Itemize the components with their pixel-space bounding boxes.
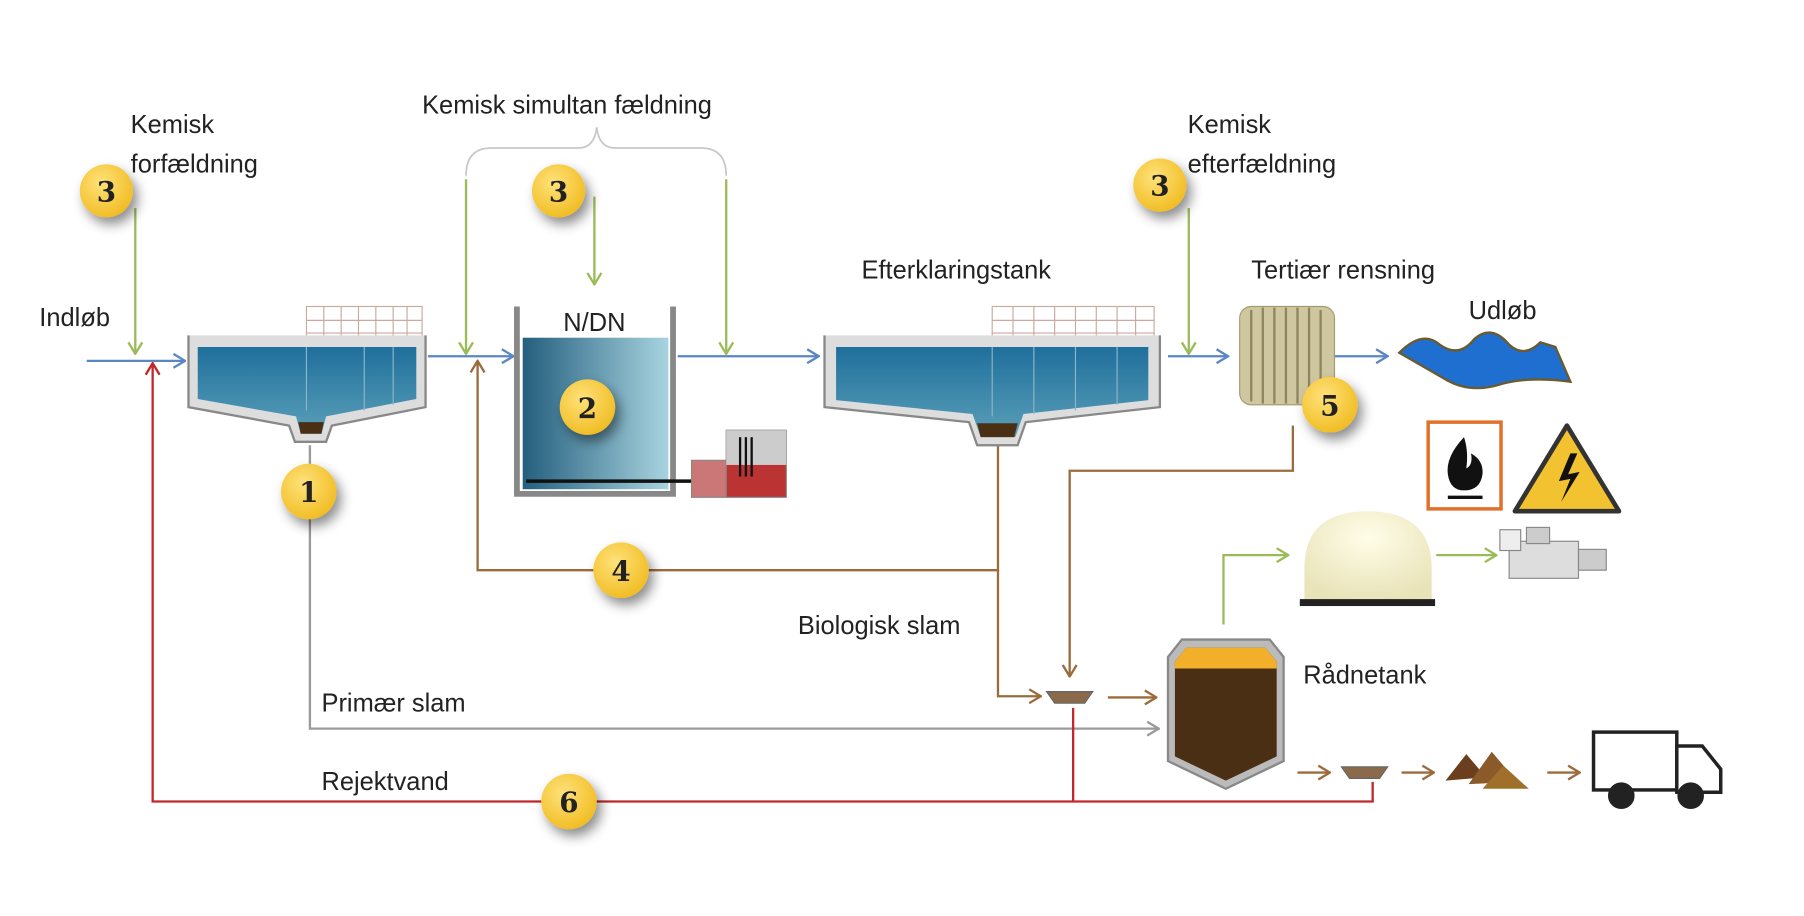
outlet-water-icon: [1397, 331, 1573, 390]
pre-precipitation-label-2: forfældning: [131, 150, 258, 178]
thickener-icon: [1045, 691, 1094, 704]
badge-ndn: 2: [559, 379, 616, 435]
badge-primary-sludge: 1: [281, 463, 337, 520]
generator-engine-icon: [1499, 526, 1607, 579]
badges: 3 3 3 2 1 4 5 6: [79, 158, 1358, 830]
dewatering-icon: [1340, 766, 1389, 779]
primary-sludge-label: Primær slam: [321, 689, 465, 717]
high-voltage-warning-icon: [1512, 423, 1622, 514]
ndn-label: N/DN: [563, 309, 625, 337]
svg-text:3: 3: [549, 175, 568, 208]
svg-text:5: 5: [1320, 389, 1339, 422]
tertiary-treatment-label: Tertiær rensning: [1251, 257, 1435, 285]
reject-water-label: Rejektvand: [321, 768, 448, 796]
water-flow-lines: [86, 356, 1388, 361]
gas-holder-icon: [1299, 511, 1436, 607]
badge-post-precipitation: 3: [1133, 158, 1187, 212]
labels: Kemisk forfældning Kemisk simultan fældn…: [39, 91, 1536, 796]
pre-precipitation-label-1: Kemisk: [131, 111, 215, 139]
sludge-lines: [478, 361, 1580, 773]
return-sludge-arrow: [478, 361, 1000, 572]
biological-sludge-label: Biologisk slam: [798, 612, 961, 640]
inlet-label: Indløb: [39, 304, 110, 332]
digester-label: Rådnetank: [1303, 662, 1426, 690]
post-precipitation-label-2: efterfældning: [1188, 150, 1336, 178]
reject-water-arrow: [153, 363, 1374, 803]
svg-text:3: 3: [1150, 170, 1169, 203]
secondary-clarifier-label: Efterklaringstank: [862, 257, 1052, 285]
badge-tertiary: 5: [1302, 377, 1358, 433]
post-precipitation-label-1: Kemisk: [1188, 111, 1272, 139]
primary-clarifier: [187, 305, 427, 443]
badge-simultaneous-precipitation: 3: [531, 164, 586, 218]
reject-water-lines: [153, 363, 1374, 803]
svg-text:4: 4: [611, 555, 630, 588]
simultaneous-brace: [465, 127, 728, 176]
truck-icon: [1591, 730, 1723, 810]
simultaneous-precipitation-label: Kemisk simultan fældning: [422, 91, 712, 119]
outlet-label: Udløb: [1469, 297, 1537, 325]
svg-text:2: 2: [578, 392, 597, 425]
sludge-cake-icon: [1445, 751, 1529, 789]
svg-text:3: 3: [97, 175, 116, 208]
badge-pre-precipitation: 3: [79, 164, 133, 218]
ndn-tank: N/DN: [514, 306, 787, 498]
badge-return-sludge: 4: [593, 542, 649, 598]
biological-sludge-arrow: [996, 570, 1041, 696]
tertiary-sludge-arrow: [1070, 425, 1295, 677]
secondary-clarifier: [823, 305, 1162, 447]
badge-reject-water: 6: [541, 773, 597, 830]
blower-motor-icon: [690, 429, 787, 498]
tertiary-filter-icon: [1239, 305, 1336, 406]
digester-tank: [1166, 638, 1285, 791]
svg-text:6: 6: [559, 786, 578, 819]
primary-sludge-arrow: [308, 445, 1159, 728]
svg-text:1: 1: [299, 476, 318, 509]
flammable-sign-icon: [1426, 420, 1503, 511]
biogas-arrow: [1222, 555, 1288, 625]
chemical-dosing-lines: [135, 179, 1496, 625]
